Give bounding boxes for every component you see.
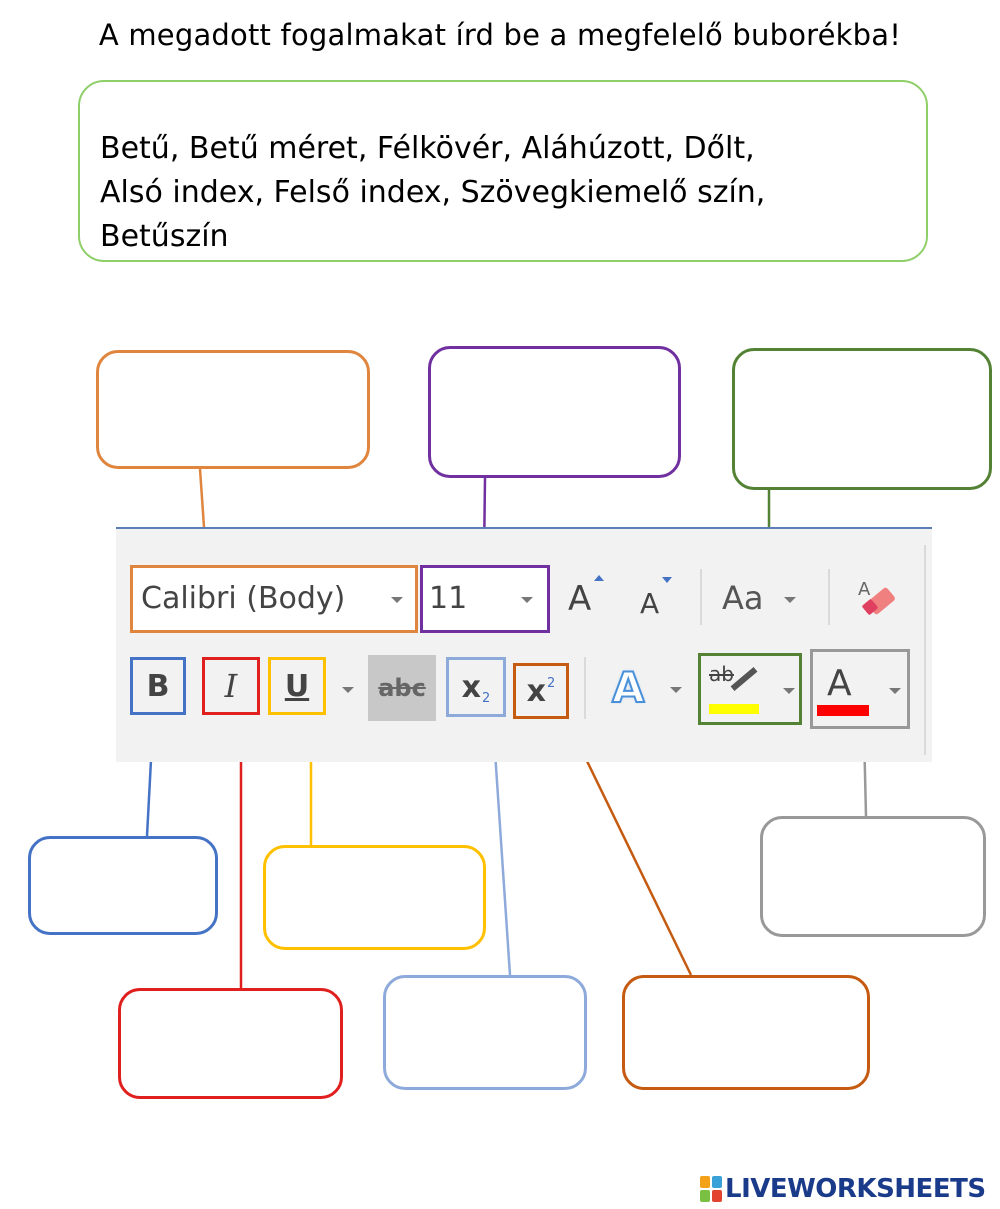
bubble-superscript[interactable] (622, 975, 870, 1090)
font-color-dropdown-icon[interactable] (889, 688, 901, 694)
ribbon-separator (584, 657, 586, 719)
brand-logo: LIVEWORKSHEETS (700, 1172, 986, 1206)
text-effects-dropdown-icon[interactable] (670, 687, 682, 693)
bubble-subscript[interactable] (383, 975, 587, 1090)
bold-glyph: B (146, 668, 170, 704)
highlight-dropdown-icon[interactable] (783, 688, 795, 694)
strikethrough-glyph: abc (378, 674, 426, 702)
superscript-glyph: x (526, 673, 547, 709)
text-effects-icon[interactable]: A (610, 661, 686, 717)
change-case-dropdown-icon[interactable] (784, 597, 796, 603)
bubble-font-color[interactable] (760, 816, 986, 937)
superscript-button[interactable]: x 2 (513, 663, 569, 719)
font-ribbon: Calibri (Body) 11 A A Aa A B I U abc (116, 527, 932, 762)
bubble-italic[interactable] (118, 988, 343, 1099)
font-size-dropdown-icon[interactable] (521, 597, 533, 603)
word-bank-box: Betű, Betű méret, Félkövér, Aláhúzott, D… (78, 80, 928, 262)
font-size-select[interactable]: 11 (420, 565, 550, 633)
brand-name: LIVEWORKSHEETS (725, 1174, 986, 1204)
svg-text:A: A (858, 579, 871, 600)
font-color-icon: A (817, 659, 871, 719)
highlight-color-bar (709, 704, 759, 714)
highlight-icon: ab (709, 662, 763, 716)
change-case-glyph: Aa (722, 579, 764, 617)
text-effects-glyph: A (611, 662, 645, 713)
subscript-mark: 2 (482, 690, 491, 706)
bubble-font-size[interactable] (428, 346, 681, 478)
highlight-pen (730, 667, 758, 691)
highlight-button[interactable]: ab (698, 653, 802, 725)
font-size-value: 11 (429, 581, 468, 616)
strikethrough-button[interactable]: abc (368, 655, 436, 721)
highlight-glyph: ab (709, 662, 734, 686)
clear-formatting-svg: A (858, 579, 895, 615)
change-case-icon[interactable]: Aa (720, 573, 800, 623)
font-name-select[interactable]: Calibri (Body) (130, 565, 418, 633)
superscript-mark: 2 (547, 675, 556, 691)
font-color-button[interactable]: A (810, 649, 910, 729)
word-bank-line-1: Betű, Betű méret, Félkövér, Aláhúzott, D… (100, 131, 755, 166)
shrink-font-glyph: A (640, 587, 660, 620)
shrink-font-icon[interactable]: A (636, 573, 676, 623)
grow-font-caret (594, 575, 604, 581)
word-bank-text: Betű, Betű méret, Félkövér, Aláhúzott, D… (100, 127, 900, 259)
ribbon-separator (924, 545, 926, 755)
bubble-underline[interactable] (263, 845, 486, 950)
clear-formatting-icon[interactable]: A (854, 573, 904, 623)
ribbon-separator (700, 569, 702, 625)
bubble-font[interactable] (96, 350, 370, 469)
font-name-value: Calibri (Body) (141, 581, 346, 616)
subscript-button[interactable]: x 2 (446, 657, 506, 717)
grow-font-icon[interactable]: A (566, 573, 606, 623)
ribbon-separator (828, 569, 830, 625)
brand-mark-icon (700, 1176, 722, 1202)
font-color-bar (817, 705, 869, 716)
shrink-font-caret (662, 577, 672, 583)
font-color-glyph: A (827, 663, 852, 704)
underline-button[interactable]: U (268, 657, 326, 715)
grow-font-glyph: A (568, 579, 592, 619)
font-name-dropdown-icon[interactable] (391, 597, 403, 603)
bubble-highlight-color[interactable] (732, 348, 992, 490)
bold-button[interactable]: B (130, 657, 186, 715)
word-bank-line-2: Alsó index, Felső index, Szövegkiemelő s… (100, 175, 766, 210)
bubble-bold[interactable] (28, 836, 218, 935)
word-bank-line-3: Betűszín (100, 219, 229, 254)
underline-dropdown-icon[interactable] (342, 687, 354, 693)
subscript-glyph: x (461, 669, 482, 705)
underline-glyph: U (284, 668, 310, 704)
instruction-title: A megadott fogalmakat írd be a megfelelő… (98, 18, 902, 52)
italic-button[interactable]: I (202, 657, 260, 715)
italic-glyph: I (224, 667, 238, 705)
